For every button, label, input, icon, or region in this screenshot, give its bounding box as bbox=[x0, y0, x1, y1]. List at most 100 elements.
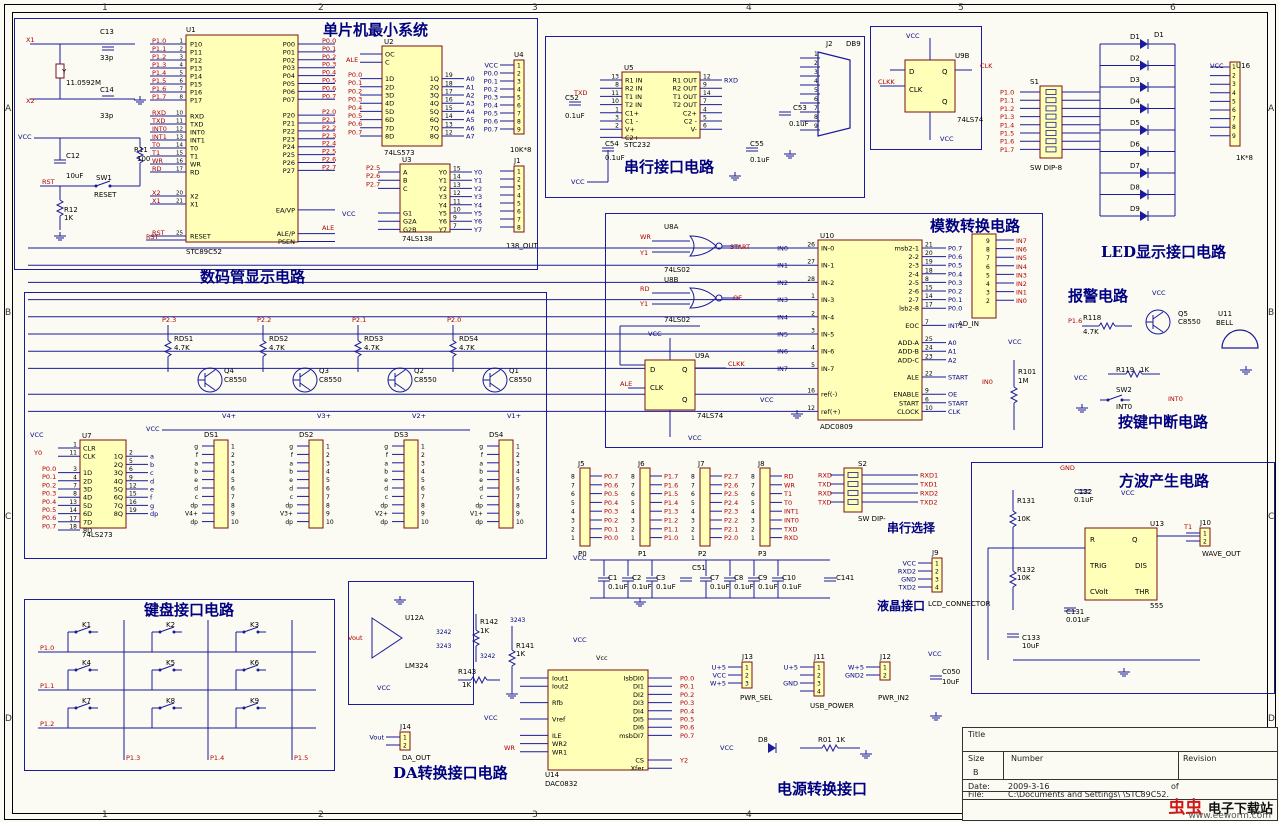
ds-pin-name: a bbox=[384, 460, 388, 467]
led-d2-icon bbox=[1140, 60, 1148, 71]
u10-pin-num: 4 bbox=[811, 345, 815, 352]
j12-pin-num: 1 bbox=[883, 665, 887, 672]
u5-ref: U5 bbox=[624, 64, 634, 72]
j1-pin-num: 1 bbox=[517, 169, 521, 176]
r143-zigzag bbox=[470, 675, 488, 685]
j13-ref: J13 bbox=[741, 653, 753, 661]
net-label: P0.3 bbox=[604, 508, 618, 516]
ds-pin-num: 7 bbox=[231, 494, 235, 501]
res-ref: R132 bbox=[1017, 566, 1035, 574]
r101-zigzag bbox=[1009, 386, 1019, 404]
cap-ref: C7 bbox=[710, 574, 719, 582]
u13-pin: TRIG bbox=[1089, 562, 1107, 570]
u14-pin: WR1 bbox=[552, 748, 567, 756]
j12-net-label: GND2 bbox=[845, 672, 864, 680]
cap-val: 10uF bbox=[66, 172, 83, 180]
net-label: TXD bbox=[817, 481, 831, 489]
net-label: IN6 bbox=[1016, 246, 1027, 254]
pin-num: 7 bbox=[986, 255, 990, 262]
res-ref: RDS2 bbox=[269, 335, 288, 343]
u16-pin-num: 5 bbox=[1232, 98, 1236, 105]
ds-pin-name: b bbox=[479, 469, 483, 476]
db9-pin-num: 9 bbox=[814, 123, 818, 130]
pin-num: 5 bbox=[631, 500, 635, 507]
net-label: P1.0 bbox=[40, 644, 54, 652]
key-K5-icon bbox=[158, 668, 162, 672]
dip-switch-icon bbox=[1045, 121, 1057, 128]
u5-pin-name: C1+ bbox=[625, 109, 639, 117]
u16-body bbox=[1229, 61, 1241, 147]
u14-pin: WR2 bbox=[552, 740, 567, 748]
ruler-1-bot: 1 bbox=[102, 810, 108, 820]
j10-part: WAVE_OUT bbox=[1202, 550, 1241, 558]
ds-pin-num: 3 bbox=[326, 460, 330, 467]
net-label: ALE bbox=[620, 380, 632, 388]
u1-net-label: P1.4 bbox=[152, 69, 166, 77]
u2-pin-name: 8D bbox=[385, 133, 394, 141]
led-ref: D1 bbox=[1130, 33, 1140, 41]
u1-net-label: ALE bbox=[322, 224, 334, 232]
u10-pin-name: 2-3 bbox=[908, 262, 919, 270]
sw2-button-icon bbox=[1107, 394, 1123, 401]
u10-pin-num: 21 bbox=[925, 242, 933, 249]
u10-pin-num: 19 bbox=[925, 259, 933, 266]
u10-pin-num: 5 bbox=[811, 362, 815, 369]
u1-net-label: P0.2 bbox=[322, 53, 336, 61]
db9-pin-num: 8 bbox=[814, 114, 818, 121]
j12-body bbox=[879, 661, 891, 681]
u4-ref: U4 bbox=[514, 51, 524, 59]
res-val: 10K bbox=[1017, 574, 1031, 582]
net-label: ALE bbox=[346, 56, 358, 64]
key-K8-icon bbox=[172, 706, 176, 710]
ds-pin-name: d bbox=[384, 486, 388, 493]
net-label: P0.7 bbox=[42, 522, 56, 530]
ds-pin-num: 1 bbox=[516, 444, 520, 451]
u7-pin-name: 5Q bbox=[114, 486, 123, 494]
pin-num: 5 bbox=[691, 500, 695, 507]
net-label: RXD1 bbox=[920, 472, 938, 480]
ad-in-header bbox=[971, 233, 997, 319]
ds-pin-name: dp bbox=[285, 502, 293, 509]
ds-pin-name: c bbox=[385, 494, 388, 501]
net-label: P1.3 bbox=[664, 508, 678, 516]
net-label: IN4 bbox=[1016, 263, 1027, 271]
j1-pin-num: 3 bbox=[517, 185, 521, 192]
ds-pin-name: f bbox=[196, 452, 199, 459]
u10-pin-name: 2-7 bbox=[908, 296, 919, 304]
j11-pin-num: 2 bbox=[817, 673, 821, 680]
net-label: P0.5 bbox=[42, 506, 56, 514]
u10-pin-name: 2-4 bbox=[908, 270, 919, 278]
res-val: 4.7K bbox=[174, 344, 190, 352]
u10-pin-name: IN-5 bbox=[821, 331, 834, 339]
u5-pin-num: 8 bbox=[615, 82, 619, 89]
u1-net-label: P0.1 bbox=[322, 45, 336, 53]
ruler-2-top: 2 bbox=[318, 3, 324, 13]
u4-net-label: P0.0 bbox=[484, 70, 498, 78]
u3-pin-num: 11 bbox=[453, 198, 461, 205]
u2-pin-name: 7D bbox=[385, 124, 394, 132]
j13-pin-num: 3 bbox=[745, 681, 749, 688]
u1-pin-name: P12 bbox=[190, 57, 202, 65]
net-label: CLKK bbox=[878, 78, 895, 86]
net-label: P0.2 bbox=[348, 87, 362, 95]
cap-val: 33p bbox=[100, 54, 114, 62]
res-val: 1K bbox=[1140, 366, 1149, 374]
key-K7-icon bbox=[74, 706, 78, 710]
net-label: T1 bbox=[1183, 523, 1192, 531]
u7-pin-name: 3Q bbox=[114, 469, 123, 477]
net-label: P1.4 bbox=[1000, 121, 1014, 129]
u1-pin-name: INT0 bbox=[190, 129, 205, 137]
u12a-part: LM324 bbox=[405, 662, 429, 670]
net-label: X2 bbox=[26, 97, 35, 105]
transistor-q1-icon bbox=[489, 382, 501, 391]
u2-body bbox=[381, 45, 443, 147]
net-label: T0 bbox=[783, 499, 792, 507]
net-label: P0.3 bbox=[42, 490, 56, 498]
key-ref: K9 bbox=[250, 697, 259, 705]
j10-ref: J10 bbox=[1199, 519, 1211, 527]
u2-pin-name: 7Q bbox=[430, 124, 439, 132]
ds-pin-name: a bbox=[194, 460, 198, 467]
q5-part: C8550 bbox=[1178, 318, 1201, 326]
u1-net-label: P2.4 bbox=[322, 140, 336, 148]
title-led: LED显示接口电路 bbox=[1101, 243, 1226, 261]
